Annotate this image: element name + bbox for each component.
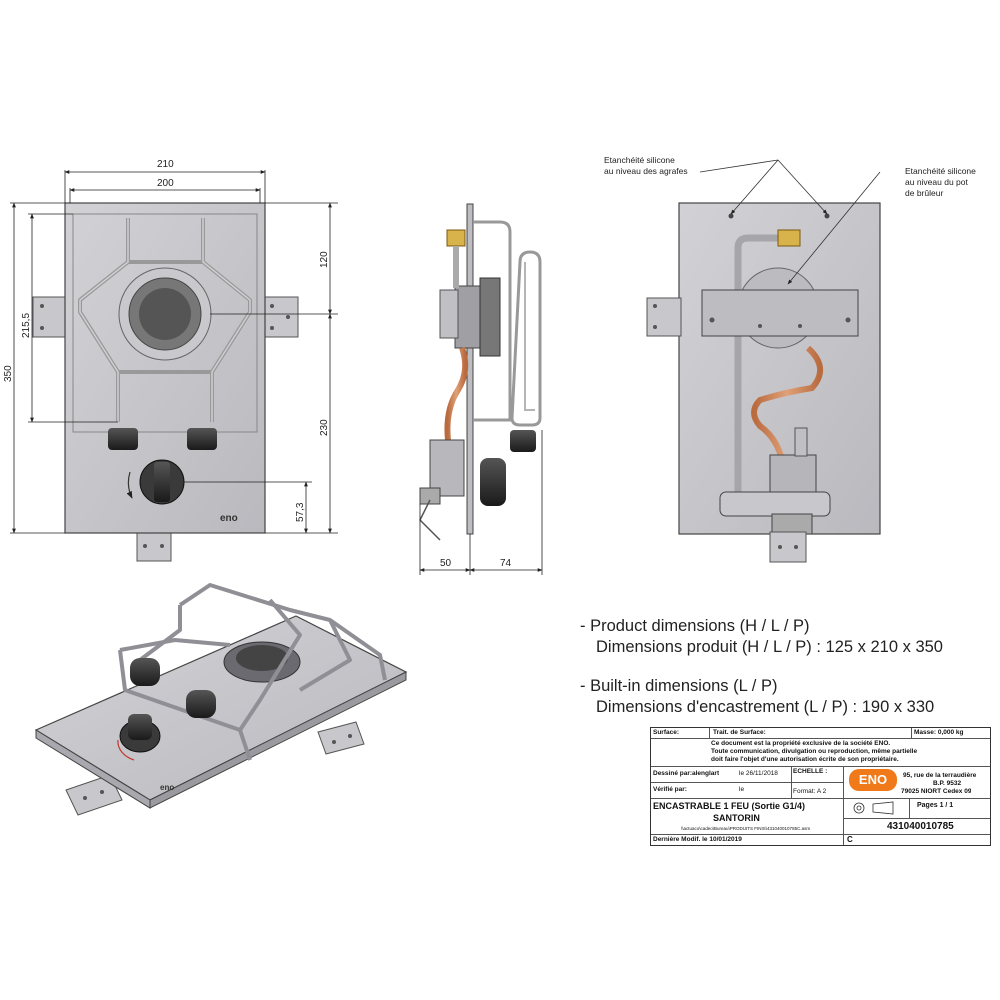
dim-label-215-5: 215,5 — [21, 313, 32, 338]
tb-notice-2: Toute communication, divulgation ou repr… — [711, 748, 918, 755]
eno-logo: ENO — [849, 769, 897, 791]
dim-label-350: 350 — [3, 365, 14, 382]
spec-product-dims-en: - Product dimensions (H / L / P) — [580, 617, 810, 635]
dim-label-230: 230 — [319, 419, 330, 436]
rear-bottom-bracket — [769, 531, 807, 563]
tb-title-1: ENCASTRABLE 1 FEU (Sortie G1/4) — [653, 801, 806, 811]
tb-drawn-by: Dessiné par:alenglart — [653, 770, 720, 777]
note-silicone-burner-1: Etanchéité silicone — [905, 166, 976, 176]
gas-tap — [429, 439, 465, 497]
right-bracket — [263, 296, 299, 338]
left-bracket — [32, 296, 68, 338]
spec-product-dims-fr: Dimensions produit (H / L / P) : 125 x 2… — [596, 638, 943, 656]
bottom-bracket — [136, 532, 172, 562]
dim-label-57-3: 57,3 — [295, 502, 306, 522]
tb-address-1: 95, rue de la terraudière — [903, 772, 977, 779]
tb-file-path: \\actuaco\cadeo\Bureau\PRODUITS FINIS\43… — [681, 826, 811, 831]
tb-notice-3: doit faire l'objet d'une autorisation éc… — [711, 756, 899, 763]
iso-foot-1 — [130, 658, 160, 686]
dimension-specs: - Product dimensions (H / L / P) Dimensi… — [580, 616, 1000, 718]
iso-brand-mark: eno — [160, 783, 174, 792]
dim-label-74: 74 — [500, 558, 512, 569]
tb-revision: C — [847, 835, 853, 844]
dim-label-120: 120 — [319, 251, 330, 268]
spec-builtin-dims-en: - Built-in dimensions (L / P) — [580, 677, 778, 695]
tb-address-2: B.P. 9532 — [933, 780, 962, 787]
tb-title-2: SANTORIN — [713, 813, 760, 823]
tb-last-modified: Dernière Modif. le 10/01/2019 — [653, 836, 742, 843]
tb-checked-by: Vérifié par: — [653, 786, 687, 793]
side-view: 50 74 — [419, 203, 543, 575]
note-silicone-clips-1: Etanchéité silicone — [604, 155, 675, 165]
tb-pages: Pages 1 / 1 — [917, 802, 954, 809]
tb-part-number: 431040010785 — [887, 821, 954, 832]
rear-cross-bar — [701, 289, 859, 337]
rear-view: Etanchéité silicone au niveau des agrafe… — [604, 155, 976, 563]
tb-notice-1: Ce document est la propriété exclusive d… — [711, 740, 891, 747]
tb-scale: ECHELLE : — [793, 768, 828, 775]
isometric-view: eno — [34, 583, 408, 816]
brand-mark-front: eno — [220, 513, 238, 524]
tb-masse: Masse: 0,000 kg — [914, 729, 964, 736]
tb-surface: Surface: — [653, 729, 680, 736]
dim-label-50: 50 — [440, 558, 452, 569]
iso-grate — [118, 583, 387, 761]
tb-drawn-date: le 26/11/2018 — [739, 770, 778, 777]
rubber-foot-right — [187, 428, 217, 450]
side-knob — [480, 458, 506, 506]
tb-format: Format: A 2 — [793, 788, 827, 795]
dim-label-210: 210 — [157, 159, 174, 170]
projection-symbol-icon — [853, 801, 894, 815]
iso-foot-2 — [186, 690, 216, 718]
spec-builtin-dims-fr: Dimensions d'encastrement (L / P) : 190 … — [596, 698, 935, 716]
rear-bracket-side — [646, 297, 682, 337]
tb-address-3: 79025 NIORT Cedex 09 — [901, 788, 972, 795]
tb-checked-date: le — [739, 786, 745, 793]
title-block: Surface: Trait. de Surface: Masse: 0,000… — [650, 727, 991, 846]
note-silicone-burner-3: de brûleur — [905, 188, 943, 198]
note-silicone-clips-2: au niveau des agrafes — [604, 166, 688, 176]
front-view: eno 210 200 350 215,5 120 2 — [3, 159, 338, 562]
dim-label-200: 200 — [157, 178, 174, 189]
tb-trait-surface: Trait. de Surface: — [713, 729, 766, 736]
rubber-foot-left — [108, 428, 138, 450]
note-silicone-burner-2: au niveau du pot — [905, 177, 968, 187]
